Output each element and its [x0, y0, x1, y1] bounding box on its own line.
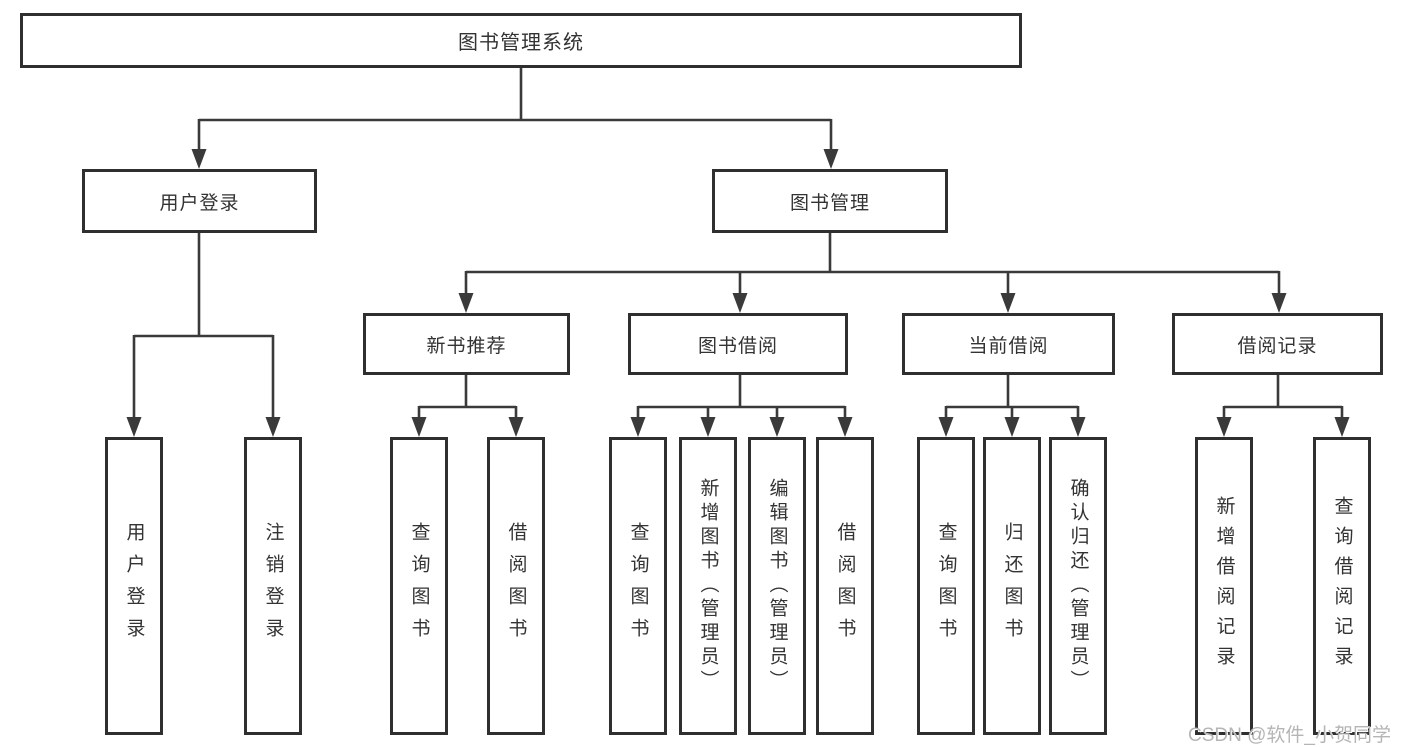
node-leaf-borrow-books-1: 借阅图书: [487, 437, 545, 735]
node-leaf-query-borrow-record: 查询借阅记录: [1313, 437, 1371, 735]
node-leaf-return-books: 归还图书: [983, 437, 1041, 735]
node-leaf-logout: 注销登录: [244, 437, 302, 735]
node-leaf-confirm-return-admin: 确认归还（管理员）: [1049, 437, 1107, 735]
node-borrowing-records: 借阅记录: [1172, 313, 1383, 375]
node-library-management-system: 图书管理系统: [20, 13, 1022, 68]
node-new-book-recommend: 新书推荐: [363, 313, 570, 375]
csdn-watermark: CSDN @软件_小贺同学: [1188, 725, 1391, 746]
node-user-login-branch: 用户登录: [82, 169, 317, 233]
node-leaf-query-books-2: 查询图书: [609, 437, 667, 735]
node-leaf-edit-books-admin: 编辑图书（管理员）: [748, 437, 806, 735]
node-leaf-query-books-1: 查询图书: [390, 437, 448, 735]
node-leaf-user-login: 用户登录: [105, 437, 163, 735]
node-leaf-query-books-3: 查询图书: [917, 437, 975, 735]
node-leaf-add-borrow-record: 新增借阅记录: [1195, 437, 1253, 735]
node-book-borrowing: 图书借阅: [628, 313, 848, 375]
node-book-management-branch: 图书管理: [712, 169, 948, 233]
node-leaf-borrow-books-2: 借阅图书: [816, 437, 874, 735]
node-leaf-add-books-admin: 新增图书（管理员）: [679, 437, 737, 735]
node-current-borrowing: 当前借阅: [902, 313, 1115, 375]
